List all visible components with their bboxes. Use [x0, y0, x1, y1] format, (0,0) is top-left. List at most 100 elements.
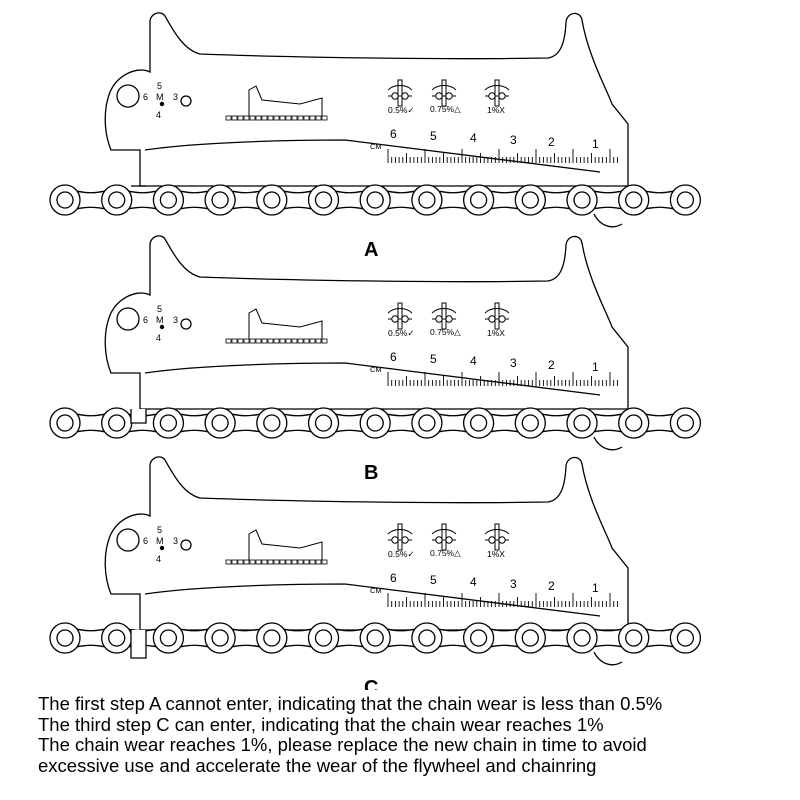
chain-engraving-icon: [225, 529, 328, 565]
step-label-c: C: [364, 677, 378, 690]
size-mark-6: 6: [143, 92, 148, 102]
chain-pin: [56, 414, 74, 432]
cm-scale-ticks: [387, 149, 618, 163]
size-mark-4: 4: [156, 110, 161, 120]
wear-gauge-icon: [431, 302, 457, 330]
scale-number-4: 4: [470, 575, 477, 589]
large-hole: [116, 84, 140, 108]
chain-pin: [625, 629, 643, 647]
caption-line-1: The first step A cannot enter, indicatin…: [38, 693, 663, 714]
hole-dot: [159, 101, 165, 107]
instruction-caption: The first step A cannot enter, indicatin…: [38, 693, 788, 776]
size-mark-4: 4: [156, 333, 161, 343]
scale-number-1: 1: [592, 360, 599, 374]
scale-number-2: 2: [548, 579, 555, 593]
scale-number-5: 5: [430, 129, 437, 143]
step-label-a: A: [364, 239, 378, 261]
checker-tail-tip: [593, 213, 623, 228]
wear-gauge-icon: [484, 523, 510, 551]
chain-pin: [211, 191, 229, 209]
size-mark-m: M: [156, 315, 164, 325]
scale-number-1: 1: [592, 581, 599, 595]
checker-hook-tip: [130, 409, 147, 424]
chain-pin: [469, 629, 488, 647]
scale-number-2: 2: [548, 135, 555, 149]
chain-pin: [314, 629, 333, 647]
wear-gauge-icon: [484, 79, 510, 107]
chain-pin: [521, 191, 539, 209]
chain-pin: [366, 414, 384, 432]
chain-pin: [521, 629, 539, 647]
chain-pin: [676, 414, 695, 432]
step-label-b: B: [364, 462, 378, 484]
wear-gauge-icon: [387, 523, 413, 551]
size-mark-5: 5: [157, 304, 162, 314]
wear-label-0-75: 0.75%△: [430, 548, 461, 558]
chain-pin: [263, 191, 281, 209]
chain-pin: [366, 191, 384, 209]
chain-pin: [56, 629, 74, 647]
wear-label-0-75: 0.75%△: [430, 104, 461, 114]
chain-pin: [676, 191, 695, 209]
chain-pin: [573, 414, 591, 432]
checker-tail-tip: [593, 651, 623, 666]
size-mark-m: M: [156, 536, 164, 546]
chain-pin: [573, 629, 591, 647]
wear-label-0-5: 0.5%✓: [388, 328, 415, 338]
size-mark-6: 6: [143, 536, 148, 546]
cm-scale-ticks: [387, 372, 618, 386]
chain-pin: [263, 414, 281, 432]
chain-pin: [263, 629, 281, 647]
caption-line-3: The chain wear reaches 1%, please replac…: [38, 734, 647, 755]
scale-number-2: 2: [548, 358, 555, 372]
chain-pin: [211, 414, 229, 432]
chain-pin: [469, 414, 488, 432]
size-mark-m: M: [156, 92, 164, 102]
size-mark-3: 3: [173, 92, 178, 102]
small-hole: [180, 539, 192, 551]
chain-pin: [366, 629, 384, 647]
scale-number-3: 3: [510, 577, 517, 591]
scale-number-5: 5: [430, 352, 437, 366]
wear-label-1: 1%X: [487, 105, 505, 115]
hole-dot: [159, 324, 165, 330]
chain-pin: [418, 629, 436, 647]
chain-pin: [418, 191, 436, 209]
small-hole: [180, 318, 192, 330]
wear-gauge-icon: [387, 79, 413, 107]
size-mark-4: 4: [156, 554, 161, 564]
tool-slot-edge: [144, 362, 601, 396]
scale-number-4: 4: [470, 131, 477, 145]
checker-hook-tip: [130, 630, 147, 659]
wear-label-0-5: 0.5%✓: [388, 105, 415, 115]
scale-number-6: 6: [390, 571, 397, 585]
chain-pin: [108, 414, 126, 432]
chain-pin: [521, 414, 539, 432]
size-mark-3: 3: [173, 315, 178, 325]
chain-pin: [418, 414, 436, 432]
scale-number-3: 3: [510, 133, 517, 147]
wear-label-1: 1%X: [487, 549, 505, 559]
size-mark-5: 5: [157, 525, 162, 535]
scale-unit-label: CM: [370, 142, 382, 151]
chain-pin: [573, 191, 591, 209]
checker-tail-tip: [593, 436, 623, 451]
scale-number-4: 4: [470, 354, 477, 368]
size-mark-6: 6: [143, 315, 148, 325]
large-hole: [116, 528, 140, 552]
wear-label-0-5: 0.5%✓: [388, 549, 415, 559]
chain-engraving-icon: [225, 308, 328, 344]
tool-slot-edge: [144, 139, 601, 173]
hole-dot: [159, 545, 165, 551]
cm-scale-ticks: [387, 593, 618, 607]
wear-gauge-icon: [431, 79, 457, 107]
chain-pin: [676, 629, 695, 647]
chain-pin: [108, 191, 126, 209]
chain-pin: [469, 191, 488, 209]
wear-gauge-icon: [484, 302, 510, 330]
chain-engraving-icon: [225, 85, 328, 121]
size-mark-3: 3: [173, 536, 178, 546]
